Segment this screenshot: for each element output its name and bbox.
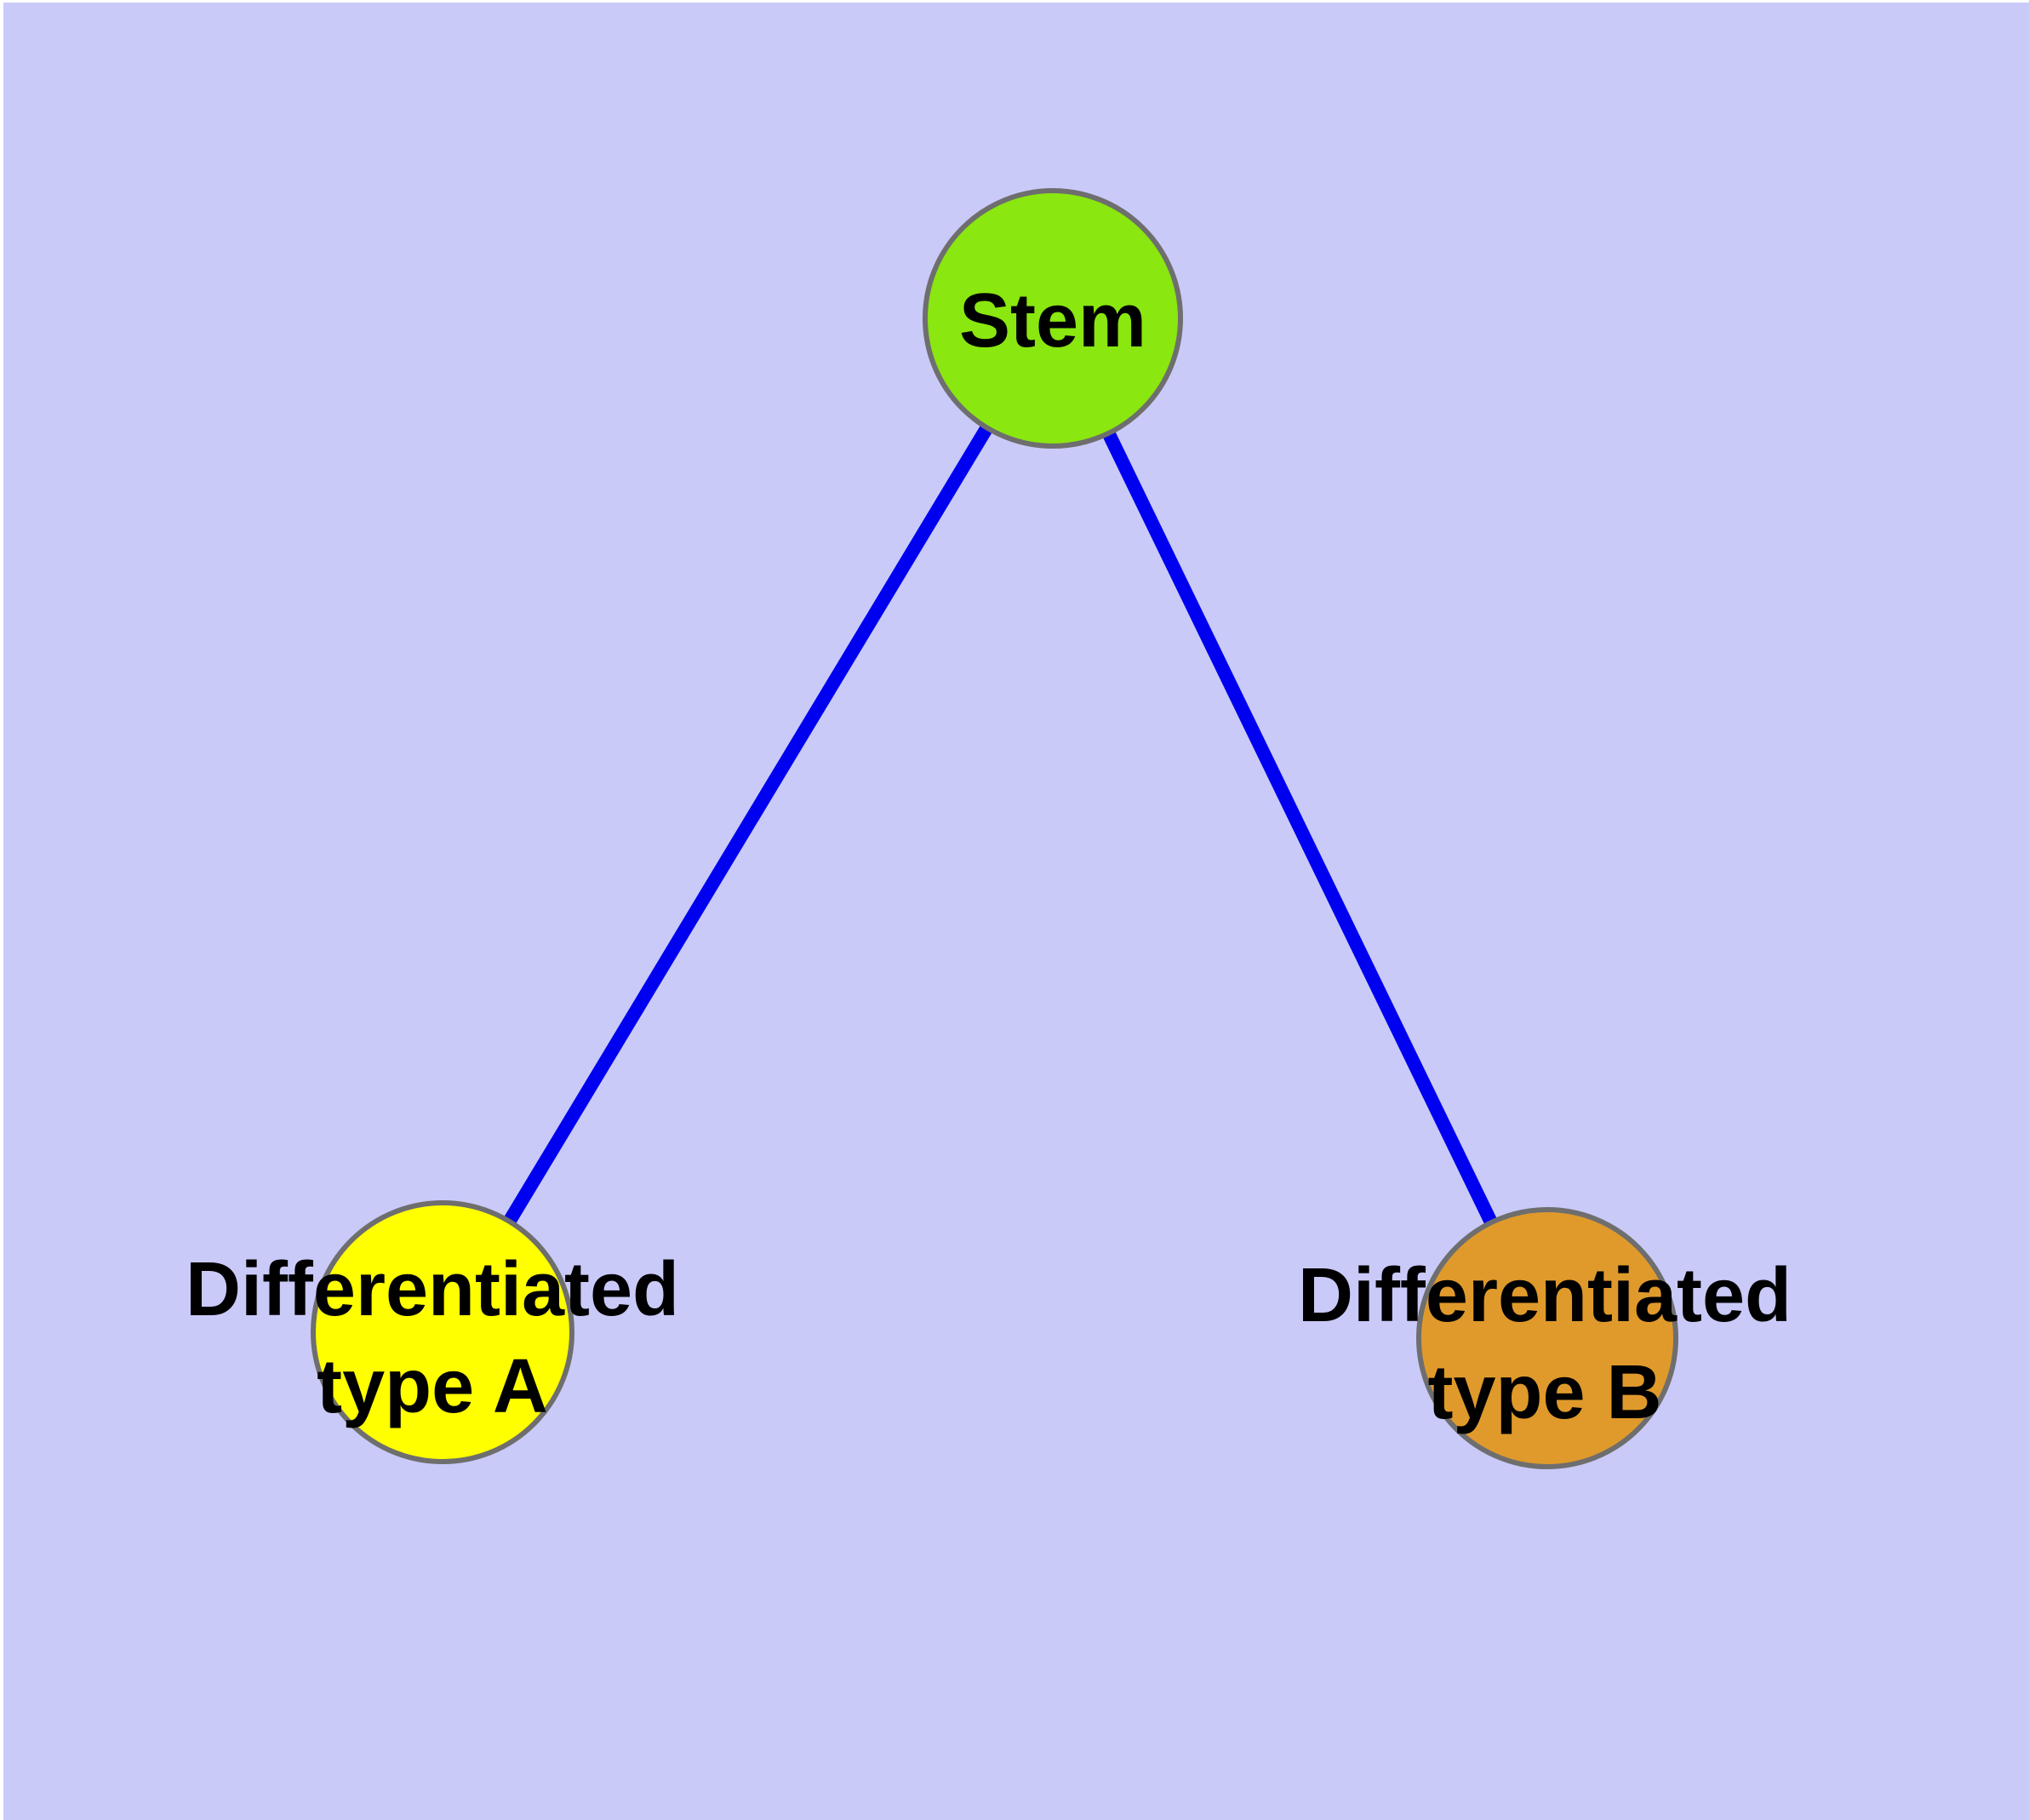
node-differentiated-type-a: Differentiated type A — [186, 1200, 679, 1464]
type-a-node-label-line1: Differentiated — [186, 1247, 679, 1332]
type-a-node-label-line2: type A — [317, 1344, 548, 1429]
stem-node-label: Stem — [959, 278, 1146, 363]
type-a-node-circle — [311, 1200, 574, 1464]
type-b-node-label-line1: Differentiated — [1298, 1253, 1792, 1338]
edge-stem-to-type-b — [1046, 315, 1554, 1342]
node-differentiated-type-b: Differentiated type B — [1298, 1207, 1792, 1469]
node-stem: Stem — [923, 188, 1183, 449]
edges — [437, 314, 1554, 1342]
type-b-node-circle — [1416, 1207, 1678, 1469]
edge-stem-to-type-a — [437, 314, 1059, 1336]
stem-node-circle — [923, 188, 1183, 449]
type-b-node-label-line2: type B — [1427, 1350, 1661, 1435]
